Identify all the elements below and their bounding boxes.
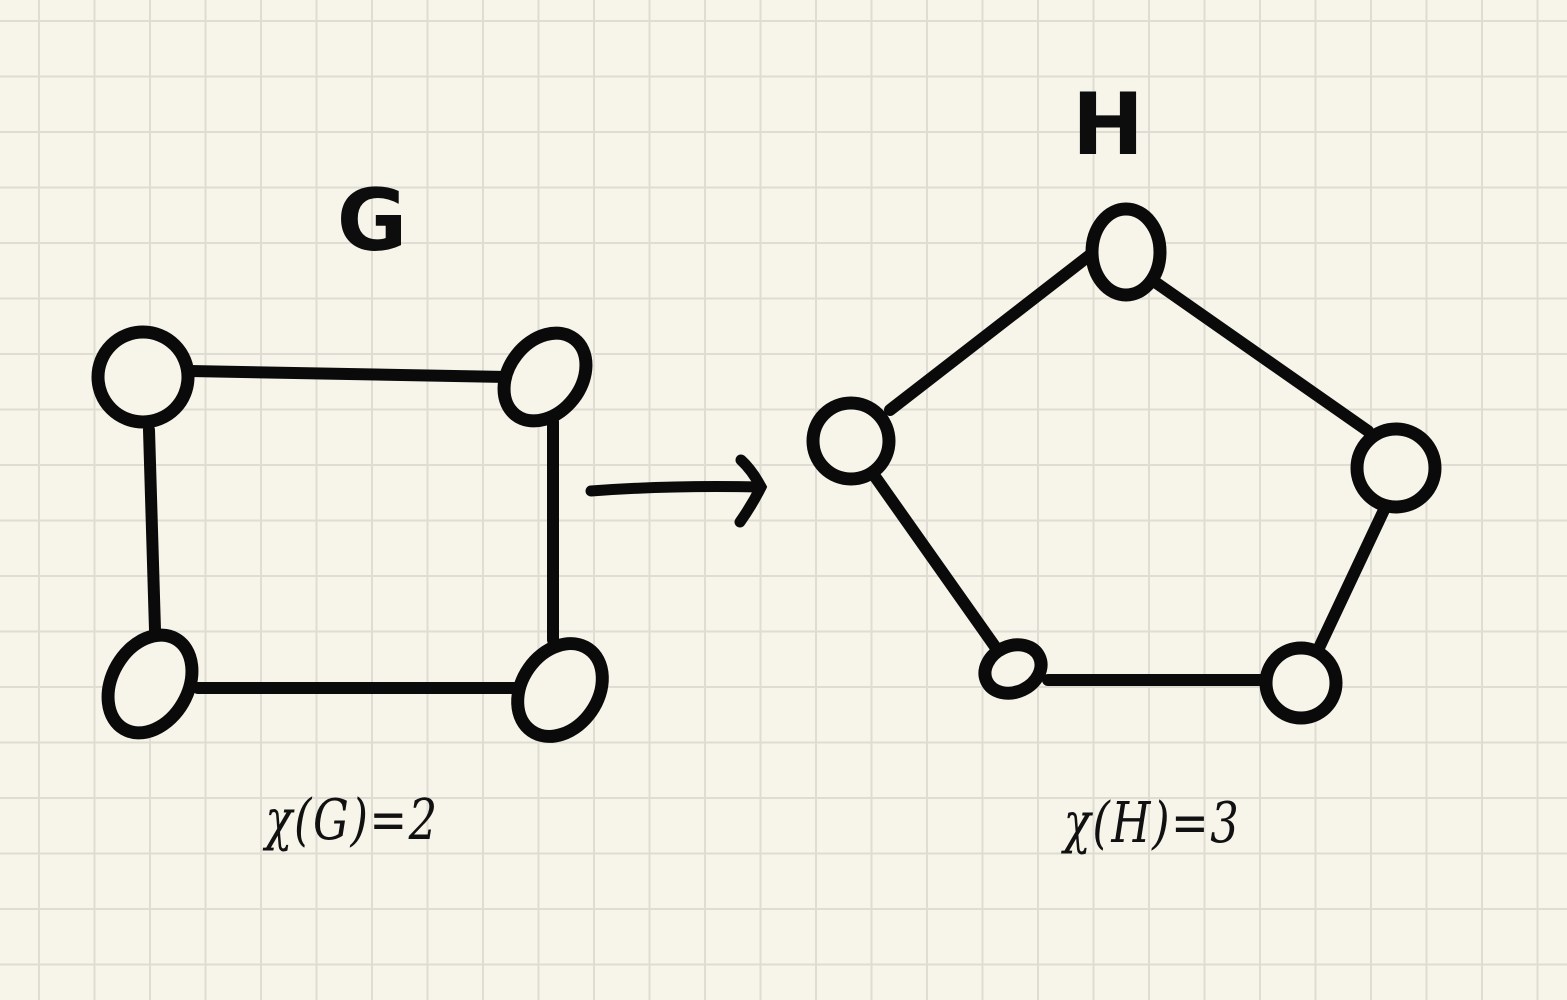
graph-g-edge: [184, 365, 513, 383]
graph-h-title: H: [1072, 75, 1144, 175]
arrow-shaft: [585, 481, 767, 497]
transition-arrow: [585, 454, 768, 528]
graph-g-edge: [143, 424, 161, 636]
graph-h: [806, 202, 1442, 725]
graph-h-edge: [1312, 504, 1390, 656]
graph-h-vertex: [978, 638, 1048, 700]
graph-g-vertex: [497, 326, 593, 428]
graph-h-edge: [884, 249, 1096, 416]
arrow-head: [734, 454, 768, 528]
graph-h-vertex: [1350, 422, 1442, 514]
graph-g-vertex: [511, 637, 609, 743]
graph-h-chromatic-number: χ(H)=3: [1063, 791, 1241, 856]
graph-h-vertex: [1259, 641, 1343, 725]
graph-g-vertex: [101, 628, 199, 740]
graph-g-vertex: [91, 325, 195, 429]
graph-h-vertex: [1085, 202, 1167, 302]
graph-g-chromatic-number: χ(G)=2: [265, 788, 439, 853]
graph-g-title: G: [336, 171, 408, 271]
graph-g: [91, 325, 609, 743]
graph-h-edge: [1149, 276, 1374, 437]
graph-h-vertex: [806, 396, 896, 486]
graph-h-edge: [870, 472, 1002, 654]
